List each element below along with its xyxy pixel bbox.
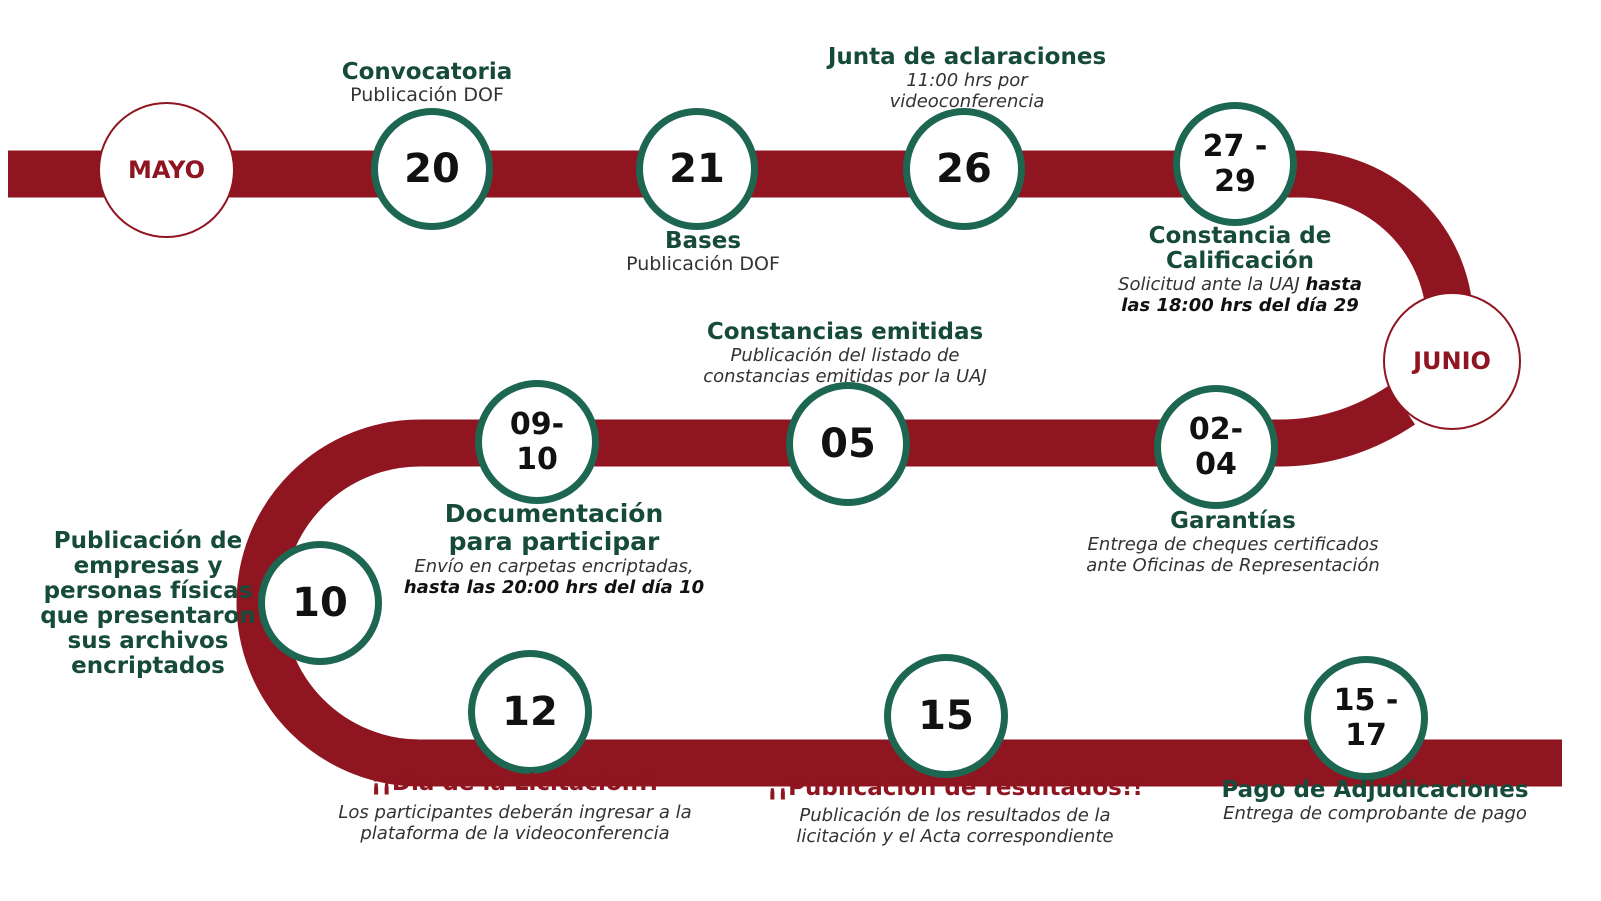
- event-licitacion: ¡¡Día de la Licitación!! Los participant…: [300, 770, 730, 845]
- event-resultados-sub1: Publicación de los resultados de la: [799, 805, 1111, 826]
- event-constancias-emitidas: Constancias emitidas Publicación del lis…: [660, 319, 1030, 388]
- date-02-line2: 04: [1195, 447, 1237, 482]
- event-documentacion-title1: Documentación: [444, 499, 664, 528]
- event-resultados-title: ¡¡Publicación de resultados!!: [767, 775, 1143, 801]
- event-licitacion-title: ¡¡Día de la Licitación!!: [370, 770, 660, 796]
- date-05-label: 05: [820, 421, 876, 467]
- date-15-17-circle: 15 -17: [1304, 656, 1428, 780]
- date-15-circle: 15: [884, 654, 1008, 778]
- event-junta: Junta de aclaraciones 11:00 hrs por vide…: [797, 44, 1137, 113]
- event-convocatoria: Convocatoria Publicación DOF: [307, 60, 547, 106]
- event-pago-sub: Entrega de comprobante de pago: [1223, 803, 1527, 824]
- event-licitacion-sub1: Los participantes deberán ingresar a la: [338, 802, 692, 823]
- date-12-circle: 12: [468, 650, 592, 774]
- event-constancias-title: Constancias emitidas: [706, 319, 984, 345]
- date-26-label: 26: [936, 146, 992, 192]
- event-publicacion-line6: encriptados: [71, 653, 225, 679]
- event-documentacion-sub2: hasta las 20:00 hrs del día 10: [403, 577, 705, 598]
- month-june-circle: JUNIO: [1383, 292, 1521, 430]
- date-05-circle: 05: [786, 382, 910, 506]
- event-garantias-sub1: Entrega de cheques certificados: [1087, 534, 1379, 555]
- event-constancia-sub1: Solicitud ante la UAJ hasta: [1080, 274, 1400, 295]
- date-09-line2: 10: [516, 442, 558, 477]
- event-junta-sub2: videoconferencia: [889, 91, 1045, 112]
- event-documentacion: Documentación para participar Envío en c…: [384, 499, 724, 599]
- date-12-label: 12: [502, 689, 558, 735]
- date-09-10-label: 09-10: [497, 407, 577, 477]
- event-documentacion-title2: para participar: [448, 527, 660, 556]
- date-21-circle: 21: [636, 108, 758, 230]
- event-constancias-sub1: Publicación del listado de: [730, 345, 960, 366]
- date-02-04-circle: 02-04: [1154, 385, 1278, 509]
- event-publicacion-line3: personas físicas: [43, 578, 253, 604]
- event-constancia-title1: Constancia de: [1148, 223, 1332, 249]
- date-15-17-line2: 17: [1345, 718, 1387, 753]
- event-convocatoria-subtitle: Publicación DOF: [350, 84, 504, 106]
- road-top-to-junio: [8, 150, 1474, 325]
- event-convocatoria-title: Convocatoria: [341, 59, 513, 85]
- date-10-circle: 10: [258, 541, 382, 665]
- event-constancias-sub2: constancias emitidas por la UAJ: [703, 366, 987, 387]
- event-garantias: Garantías Entrega de cheques certificado…: [1058, 508, 1408, 577]
- date-15-17-line1: 15 -: [1333, 683, 1399, 718]
- event-constancia-title2: Calificación: [1165, 248, 1315, 274]
- date-09-line1: 09-: [509, 407, 565, 442]
- event-licitacion-sub2: plataforma de la videoconferencia: [360, 823, 670, 844]
- event-garantias-sub2: ante Oficinas de Representación: [1086, 555, 1380, 576]
- date-10-label: 10: [292, 580, 348, 626]
- event-publicacion-line2: empresas y: [73, 553, 223, 579]
- date-20-label: 20: [404, 146, 460, 192]
- date-15-17-label: 15 -17: [1326, 683, 1406, 753]
- event-bases: Bases Publicación DOF: [583, 229, 823, 275]
- event-publicacion-line5: sus archivos: [67, 628, 229, 654]
- event-publicacion-empresas: Publicación de empresas y personas físic…: [38, 529, 258, 679]
- road-junio-to-middle: [236, 385, 1562, 787]
- event-pago-title: Pago de Adjudicaciones: [1221, 777, 1529, 803]
- month-may-label: MAYO: [127, 156, 206, 184]
- event-junta-sub1: 11:00 hrs por: [906, 70, 1028, 91]
- date-21-label: 21: [669, 146, 725, 192]
- event-resultados-sub2: licitación y el Acta correspondiente: [796, 826, 1114, 847]
- event-garantias-title: Garantías: [1170, 508, 1296, 534]
- date-27-line2: 29: [1214, 164, 1256, 199]
- month-june-label: JUNIO: [1413, 347, 1491, 375]
- date-27-line1: 27 -: [1202, 129, 1268, 164]
- event-constancia-sub1-bold: hasta: [1305, 274, 1362, 295]
- event-bases-title: Bases: [664, 228, 742, 254]
- date-09-10-circle: 09-10: [475, 380, 599, 504]
- event-resultados: ¡¡Publicación de resultados!! Publicació…: [760, 775, 1150, 848]
- event-documentacion-sub1: Envío en carpetas encriptadas,: [414, 556, 694, 577]
- event-constancia-sub1-text: Solicitud ante la UAJ: [1118, 274, 1300, 295]
- date-15-label: 15: [918, 693, 974, 739]
- date-27-29-circle: 27 -29: [1173, 102, 1297, 226]
- date-20-circle: 20: [371, 108, 493, 230]
- date-02-04-label: 02-04: [1176, 412, 1256, 482]
- date-26-circle: 26: [903, 108, 1025, 230]
- event-pago: Pago de Adjudicaciones Entrega de compro…: [1190, 777, 1560, 825]
- event-publicacion-line1: Publicación de: [53, 528, 243, 554]
- date-27-29-label: 27 -29: [1195, 129, 1275, 199]
- date-02-line1: 02-: [1188, 412, 1244, 447]
- month-may-circle: MAYO: [98, 102, 235, 238]
- event-bases-subtitle: Publicación DOF: [626, 253, 780, 275]
- event-publicacion-line4: que presentaron: [40, 603, 256, 629]
- event-junta-title: Junta de aclaraciones: [827, 44, 1107, 70]
- event-constancia-sub2: las 18:00 hrs del día 29: [1121, 295, 1359, 316]
- event-constancia: Constancia de Calificación Solicitud ant…: [1080, 223, 1400, 317]
